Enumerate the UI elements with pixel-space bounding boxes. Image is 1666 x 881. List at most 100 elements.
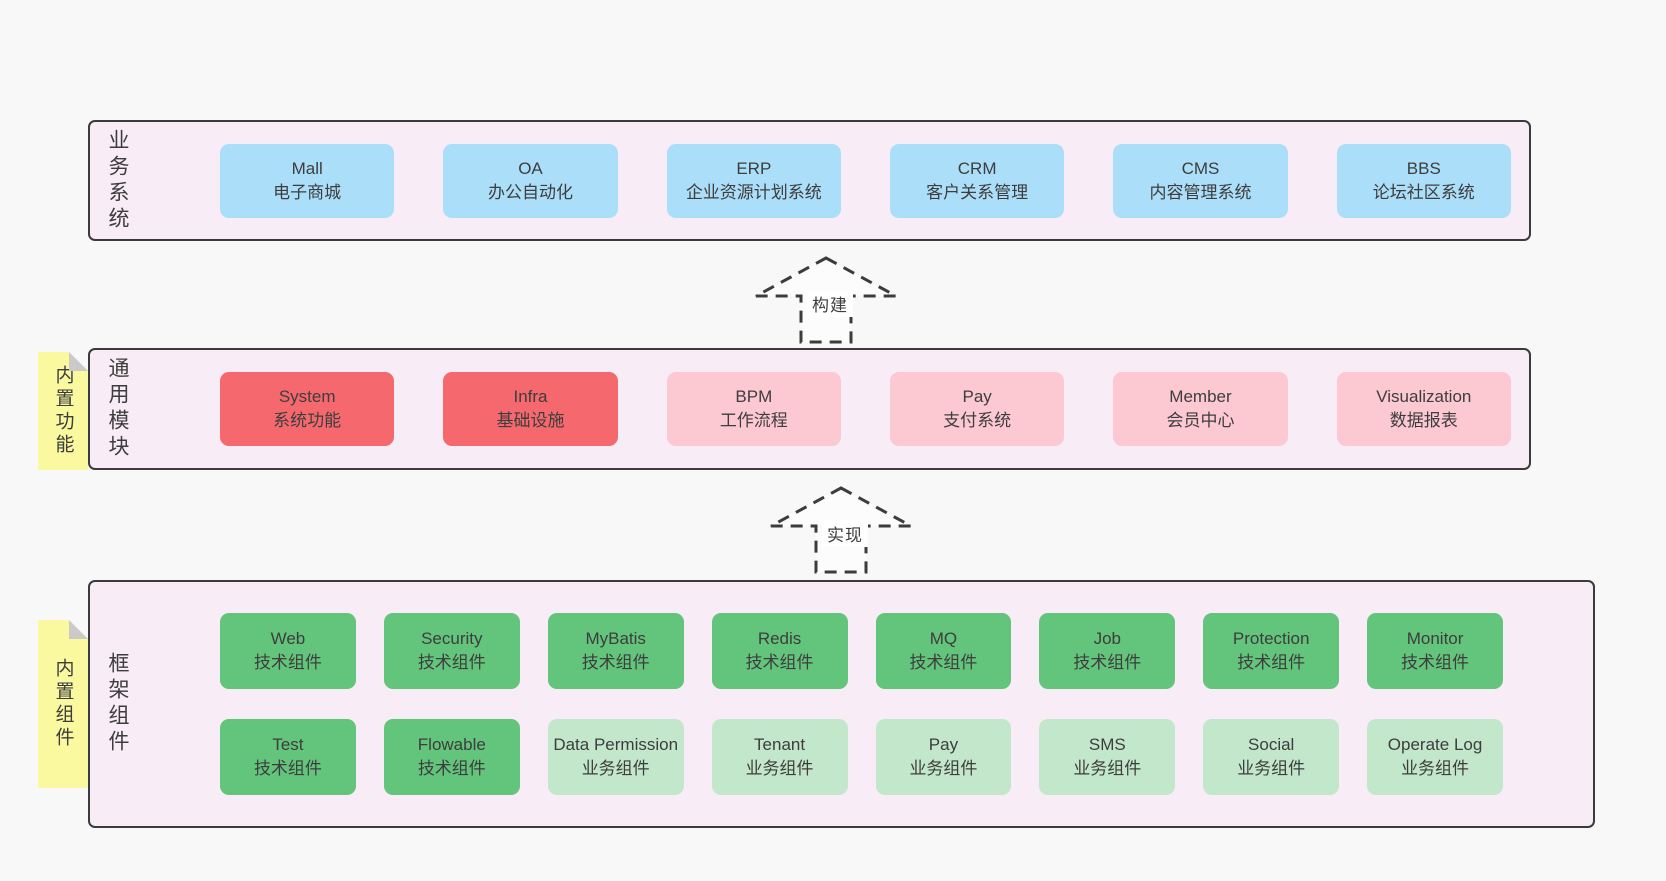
- box-title: Test: [272, 735, 304, 754]
- sticky-note-built-in-features: 内置功能: [38, 352, 88, 470]
- box-system: System 系统功能: [220, 372, 395, 446]
- box-web: Web 技术组件: [220, 613, 356, 689]
- box-title: Redis: [757, 629, 802, 648]
- box-title: Web: [270, 629, 306, 648]
- box-title: Data Permission: [553, 735, 679, 754]
- box-social: Social 业务组件: [1203, 719, 1340, 795]
- build-arrow: 构建: [750, 250, 910, 346]
- box-subtitle: 业务组件: [1401, 759, 1470, 778]
- box-title: Security: [421, 629, 483, 648]
- box-pay: Pay 支付系统: [889, 372, 1065, 446]
- box-infra: Infra 基础设施: [443, 372, 618, 446]
- box-title: Social: [1248, 735, 1295, 754]
- layer-side-label: 业务系统: [106, 128, 129, 233]
- build-arrow-label: 构建: [807, 290, 853, 317]
- box-title: SMS: [1088, 735, 1126, 754]
- box-title: Pay: [928, 735, 959, 754]
- box-title: Member: [1169, 387, 1232, 406]
- box-job: Job 技术组件: [1039, 613, 1176, 689]
- box-tenant: Tenant 业务组件: [711, 719, 848, 795]
- box-subtitle: 办公自动化: [487, 182, 573, 202]
- box-title: Monitor: [1406, 629, 1464, 648]
- box-title: Mall: [291, 158, 323, 178]
- box-crm: CRM 客户关系管理: [889, 143, 1065, 218]
- box-subtitle: 内容管理系统: [1149, 182, 1252, 202]
- box-title: Infra: [513, 387, 548, 406]
- layer-boxes: System 系统功能 Infra 基础设施 BPM 工作流程 Pay 支付系统 Member 会…: [220, 350, 1511, 468]
- box-title: MyBatis: [585, 629, 646, 648]
- box-mall: Mall 电子商城: [220, 143, 395, 218]
- box-title: BBS: [1406, 158, 1441, 178]
- box-title: MQ: [929, 629, 958, 648]
- box-title: BPM: [735, 387, 773, 406]
- box-subtitle: 数据报表: [1389, 411, 1458, 430]
- box-oa: OA 办公自动化: [443, 143, 618, 218]
- box-redis: Redis 技术组件: [711, 613, 848, 689]
- box-bbs: BBS 论坛社区系统: [1336, 143, 1511, 218]
- implement-arrow-label: 实现: [822, 520, 868, 547]
- box-mybatis: MyBatis 技术组件: [547, 613, 684, 689]
- box-subtitle: 技术组件: [581, 653, 650, 672]
- box-test: Test 技术组件: [220, 719, 356, 795]
- note-fold-corner-icon: [69, 352, 88, 371]
- box-title: Visualization: [1376, 387, 1472, 406]
- box-subtitle: 会员中心: [1166, 411, 1235, 430]
- box-title: System: [278, 387, 336, 406]
- box-erp: ERP 企业资源计划系统: [666, 143, 841, 218]
- box-title: CRM: [957, 158, 997, 178]
- box-title: OA: [518, 158, 543, 178]
- box-member: Member 会员中心: [1113, 372, 1288, 446]
- box-subtitle: 系统功能: [273, 411, 342, 430]
- box-subtitle: 技术组件: [1401, 653, 1470, 672]
- box-subtitle: 业务组件: [581, 759, 650, 778]
- box-subtitle: 技术组件: [1073, 653, 1142, 672]
- box-subtitle: 技术组件: [253, 653, 322, 672]
- implement-arrow: 实现: [765, 480, 925, 576]
- box-title: Operate Log: [1387, 735, 1483, 754]
- box-subtitle: 业务组件: [745, 759, 814, 778]
- box-subtitle: 技术组件: [417, 653, 486, 672]
- box-subtitle: 业务组件: [1237, 759, 1306, 778]
- box-subtitle: 支付系统: [943, 411, 1012, 430]
- box-subtitle: 技术组件: [909, 653, 978, 672]
- box-subtitle: 电子商城: [273, 182, 342, 202]
- box-title: Protection: [1232, 629, 1310, 648]
- box-subtitle: 技术组件: [1237, 653, 1306, 672]
- box-subtitle: 业务组件: [909, 759, 978, 778]
- box-subtitle: 论坛社区系统: [1372, 182, 1475, 202]
- note-fold-corner-icon: [69, 620, 88, 639]
- box-pay: Pay 业务组件: [875, 719, 1012, 795]
- sticky-note-built-in-components: 内置组件: [38, 620, 88, 788]
- box-protection: Protection 技术组件: [1203, 613, 1340, 689]
- box-subtitle: 工作流程: [719, 411, 788, 430]
- box-row: Mall 电子商城 OA 办公自动化 ERP 企业资源计划系统 CRM 客户关系管理 CMS 内容…: [220, 143, 1511, 218]
- box-title: ERP: [736, 158, 772, 178]
- box-bpm: BPM 工作流程: [666, 372, 841, 446]
- box-visualization: Visualization 数据报表: [1336, 372, 1511, 446]
- box-subtitle: 企业资源计划系统: [685, 182, 822, 202]
- layer-boxes: Mall 电子商城 OA 办公自动化 ERP 企业资源计划系统 CRM 客户关系管理 CMS 内容…: [220, 122, 1511, 239]
- box-sms: SMS 业务组件: [1039, 719, 1176, 795]
- layer-side-label: 框架组件: [106, 652, 129, 756]
- box-mq: MQ 技术组件: [875, 613, 1012, 689]
- box-subtitle: 技术组件: [253, 759, 322, 778]
- box-data-permission: Data Permission 业务组件: [547, 719, 684, 795]
- box-subtitle: 技术组件: [745, 653, 814, 672]
- box-subtitle: 客户关系管理: [926, 182, 1029, 202]
- box-title: CMS: [1181, 158, 1220, 178]
- sticky-note-label: 内置功能: [52, 365, 74, 457]
- box-row: System 系统功能 Infra 基础设施 BPM 工作流程 Pay 支付系统 Member 会…: [220, 372, 1511, 446]
- box-title: Tenant: [754, 735, 806, 754]
- box-subtitle: 技术组件: [417, 759, 486, 778]
- box-title: Pay: [962, 387, 992, 406]
- box-subtitle: 业务组件: [1073, 759, 1142, 778]
- box-title: Job: [1093, 629, 1122, 648]
- sticky-note-label: 内置组件: [52, 658, 74, 750]
- box-subtitle: 基础设施: [496, 411, 565, 430]
